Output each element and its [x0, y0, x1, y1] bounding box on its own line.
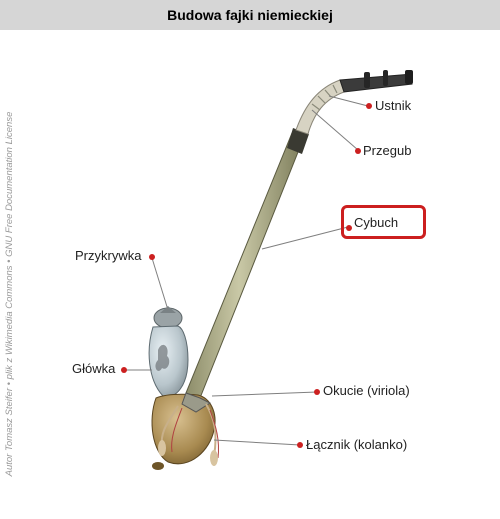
okucie-ferrule	[181, 392, 212, 413]
page-title: Budowa fajki niemieckiej	[167, 7, 333, 23]
lacznik-dot	[297, 442, 303, 448]
leader-przegub	[311, 109, 359, 151]
cybuch-dot	[346, 225, 352, 231]
pipe-illustration	[126, 70, 413, 470]
mouthpiece-tip	[405, 70, 413, 84]
przegub-joint	[295, 79, 345, 135]
title-bar: Budowa fajki niemieckiej	[0, 0, 500, 30]
ustnik-dot	[366, 103, 372, 109]
mouthpiece-ring-2	[383, 70, 388, 86]
joint-ribs	[311, 84, 338, 111]
label-okucie: Okucie (viriola)	[323, 383, 410, 398]
stem-collar	[287, 128, 309, 154]
mouthpiece-ring-1	[364, 72, 370, 88]
label-ustnik: Ustnik	[375, 98, 412, 113]
label-lacznik: Łącznik (kolanko)	[306, 437, 408, 452]
tassel-cords-red	[171, 407, 219, 459]
leader-przykrywka	[151, 257, 169, 311]
leader-ustnik	[328, 95, 369, 107]
tassel-left	[158, 440, 166, 456]
leader-lacznik	[213, 439, 301, 446]
okucie-dot	[314, 389, 320, 395]
leader-okucie	[211, 391, 318, 397]
label-przegub: Przegub	[363, 143, 412, 158]
bowl-painting	[155, 344, 170, 371]
tassel-right	[210, 450, 218, 466]
cybuch-stem	[185, 132, 305, 399]
glowka-dot	[121, 367, 127, 373]
przegub-dot	[355, 148, 361, 154]
label-przykrywka: Przykrywka	[75, 248, 142, 263]
cybuch-highlight-box	[341, 205, 426, 239]
label-cybuch: Cybuch	[354, 215, 399, 230]
ustnik-mouthpiece	[339, 73, 413, 93]
przykrywka-dot	[149, 254, 155, 260]
leader-cybuch	[261, 226, 349, 250]
label-glowka: Główka	[72, 361, 116, 376]
drip-cap	[152, 462, 164, 470]
